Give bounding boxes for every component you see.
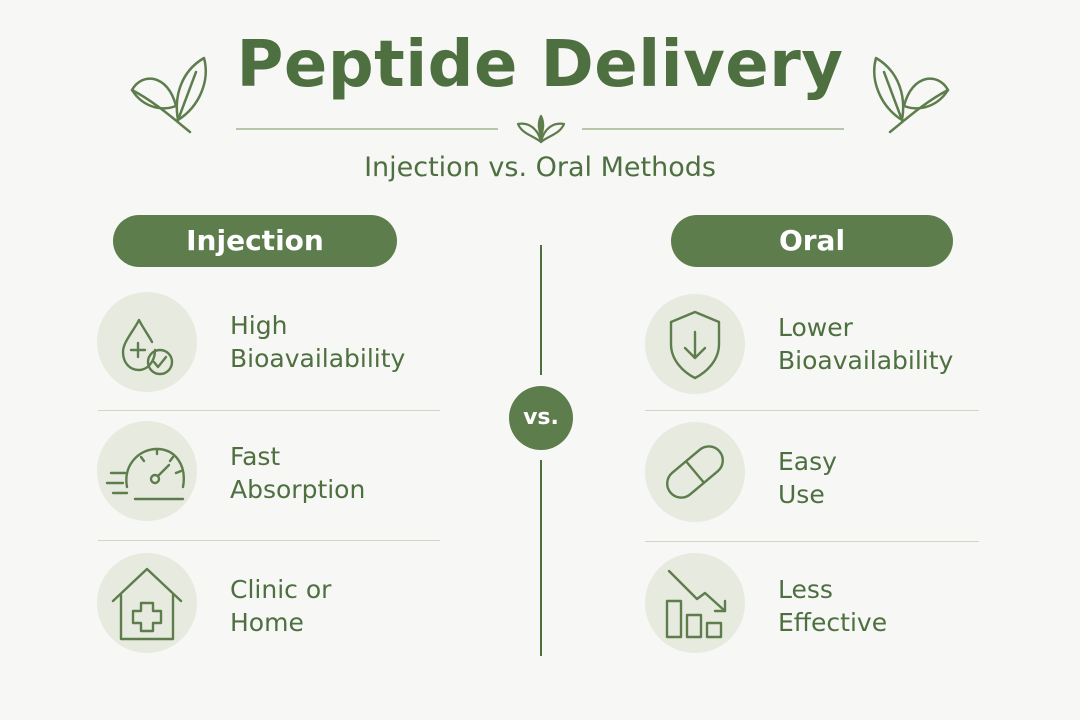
right-item-3-line1: Less — [778, 575, 833, 604]
left-item-1-label: High Bioavailability — [230, 309, 405, 375]
house-cross-icon — [111, 567, 183, 641]
right-separator-1 — [645, 410, 979, 411]
right-item-3-label: Less Effective — [778, 573, 887, 639]
right-item-2-line1: Easy — [778, 447, 837, 476]
drop-plus-check-icon — [121, 318, 174, 376]
left-item-2-line2: Absorption — [230, 475, 366, 504]
left-item-2-line1: Fast — [230, 442, 281, 471]
left-separator-1 — [98, 410, 440, 411]
left-item-1-icon-circle — [97, 292, 197, 392]
oral-heading: Oral — [671, 215, 953, 267]
page-title: Peptide Delivery — [236, 28, 844, 102]
page-subtitle: Injection vs. Oral Methods — [364, 152, 716, 183]
speedometer-icon — [105, 447, 185, 501]
left-item-2-icon-circle — [97, 421, 197, 521]
right-item-3-icon-circle — [645, 553, 745, 653]
shield-down-arrow-icon — [669, 310, 721, 380]
right-item-1-line2: Bioavailability — [778, 346, 954, 375]
title-rule-left — [236, 128, 498, 130]
left-item-3-line1: Clinic or — [230, 575, 332, 604]
right-item-1-line1: Lower — [778, 313, 853, 342]
right-item-3-line2: Effective — [778, 608, 888, 637]
right-item-1-label: Lower Bioavailability — [778, 311, 953, 377]
right-item-2-label: Easy Use — [778, 445, 837, 511]
left-item-3-label: Clinic or Home — [230, 573, 331, 639]
right-item-1-icon-circle — [645, 294, 745, 394]
capsule-icon — [666, 445, 724, 499]
declining-bar-chart-icon — [665, 569, 727, 639]
left-item-1-line1: High — [230, 311, 288, 340]
divider-line-top — [540, 245, 542, 375]
left-leaves-icon — [120, 50, 210, 140]
right-leaves-icon — [870, 50, 960, 140]
center-sprout-icon — [516, 114, 566, 144]
right-item-2-line2: Use — [778, 480, 825, 509]
right-item-2-icon-circle — [645, 422, 745, 522]
left-separator-2 — [98, 540, 440, 541]
left-item-3-line2: Home — [230, 608, 304, 637]
left-item-3-icon-circle — [97, 553, 197, 653]
left-item-1-line2: Bioavailability — [230, 344, 406, 373]
title-rule-right — [582, 128, 844, 130]
injection-heading: Injection — [113, 215, 397, 267]
left-item-2-label: Fast Absorption — [230, 440, 365, 506]
vs-badge: vs. — [509, 386, 573, 450]
divider-line-bottom — [540, 460, 542, 656]
right-separator-2 — [645, 541, 979, 542]
